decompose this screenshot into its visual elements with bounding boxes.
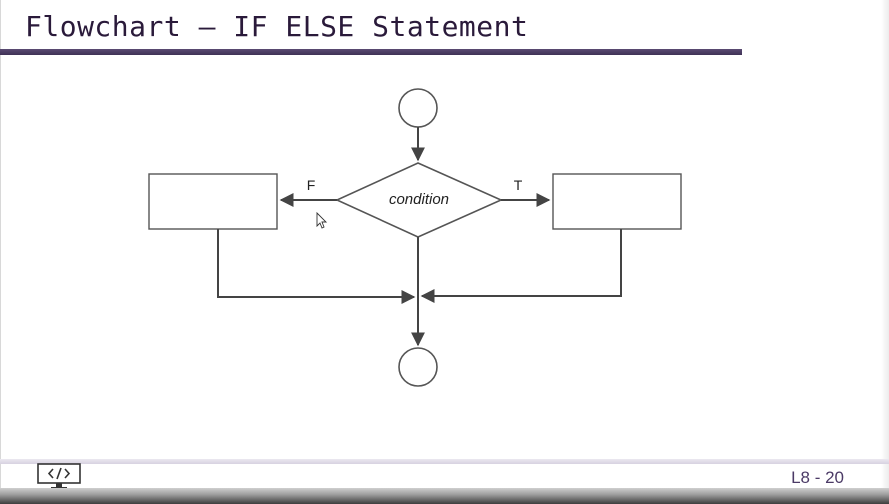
slide-title: Flowchart – IF ELSE Statement — [25, 10, 529, 43]
edge-true-to-merge — [420, 229, 622, 303]
true-process-box — [552, 173, 682, 230]
false-process-box — [148, 173, 278, 230]
footer-divider — [0, 459, 889, 464]
start-node — [398, 88, 438, 128]
decision-label: condition — [389, 191, 449, 208]
code-icon — [37, 463, 81, 490]
true-branch-label: T — [514, 177, 523, 193]
title-underline — [0, 49, 742, 55]
slide-left-border — [0, 0, 1, 504]
false-branch-label: F — [307, 177, 316, 193]
page-number: L8 - 20 — [791, 468, 844, 487]
end-node — [398, 347, 438, 387]
edge-false-to-merge — [217, 229, 416, 304]
footer-bar — [0, 488, 889, 504]
flowchart: condition F T — [148, 88, 682, 387]
mouse-cursor-icon — [316, 211, 328, 229]
slide-edge-shadow — [881, 0, 889, 504]
